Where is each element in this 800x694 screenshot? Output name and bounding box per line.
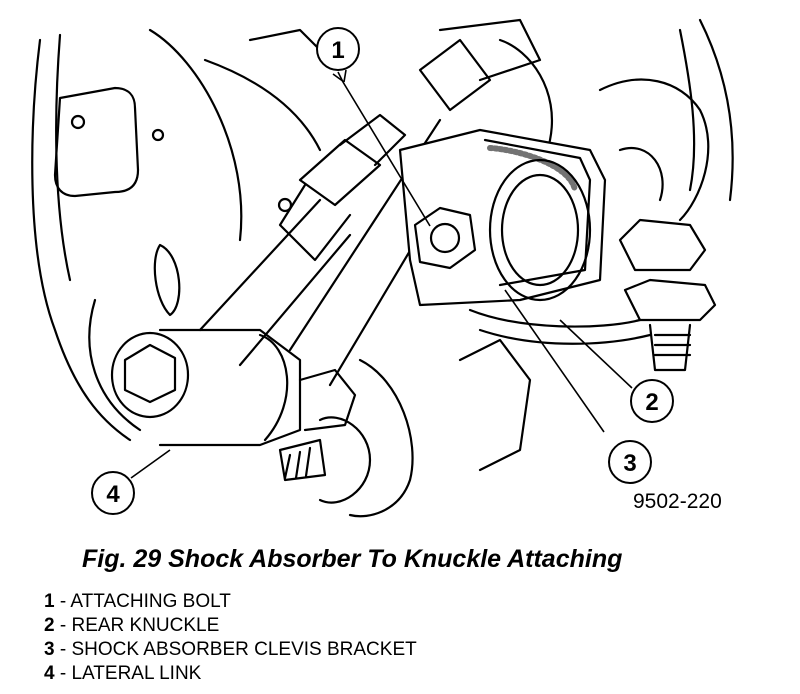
svg-text:3: 3 (623, 450, 636, 477)
legend-number: 4 (44, 663, 55, 684)
figure-code: 9502-220 (633, 490, 722, 513)
legend-item: 4 - LATERAL LINK (44, 662, 417, 686)
legend-label: SHOCK ABSORBER CLEVIS BRACKET (71, 639, 417, 660)
rear-knuckle (598, 78, 710, 222)
knuckle-stud (648, 323, 692, 372)
callout-3: 3 (608, 440, 652, 484)
shock-absorber-rod (198, 113, 407, 367)
legend-separator: - (54, 591, 71, 612)
knuckle-bushing (488, 158, 592, 302)
figure-caption: Fig. 29 Shock Absorber To Knuckle Attach… (82, 545, 623, 573)
legend-label: ATTACHING BOLT (70, 591, 231, 612)
legend-separator: - (54, 663, 72, 684)
legend-number: 3 (44, 639, 55, 660)
legend-label: REAR KNUCKLE (71, 615, 220, 636)
legend-list: 1 - ATTACHING BOLT 2 - REAR KNUCKLE 3 - … (44, 590, 417, 686)
legend-separator: - (54, 639, 72, 660)
legend-item: 2 - REAR KNUCKLE (44, 614, 417, 638)
lateral-link-eye (110, 331, 190, 419)
svg-text:4: 4 (106, 481, 120, 508)
attaching-bolt-head (413, 206, 477, 270)
callout-1: 1 (316, 27, 360, 71)
legend-separator: - (54, 615, 72, 636)
shock-absorber-knuckle-illustration: 1 2 3 4 (31, 18, 734, 518)
legend-item: 3 - SHOCK ABSORBER CLEVIS BRACKET (44, 638, 417, 662)
callout-2: 2 (630, 379, 674, 423)
inspection-plate (53, 86, 140, 198)
legend-item: 1 - ATTACHING BOLT (44, 590, 417, 614)
legend-number: 2 (44, 615, 55, 636)
svg-text:2: 2 (645, 389, 658, 416)
backing-plate (31, 33, 142, 442)
legend-label: LATERAL LINK (71, 663, 202, 684)
svg-text:1: 1 (331, 37, 344, 64)
callout-4: 4 (91, 471, 135, 515)
legend-number: 1 (44, 591, 55, 612)
